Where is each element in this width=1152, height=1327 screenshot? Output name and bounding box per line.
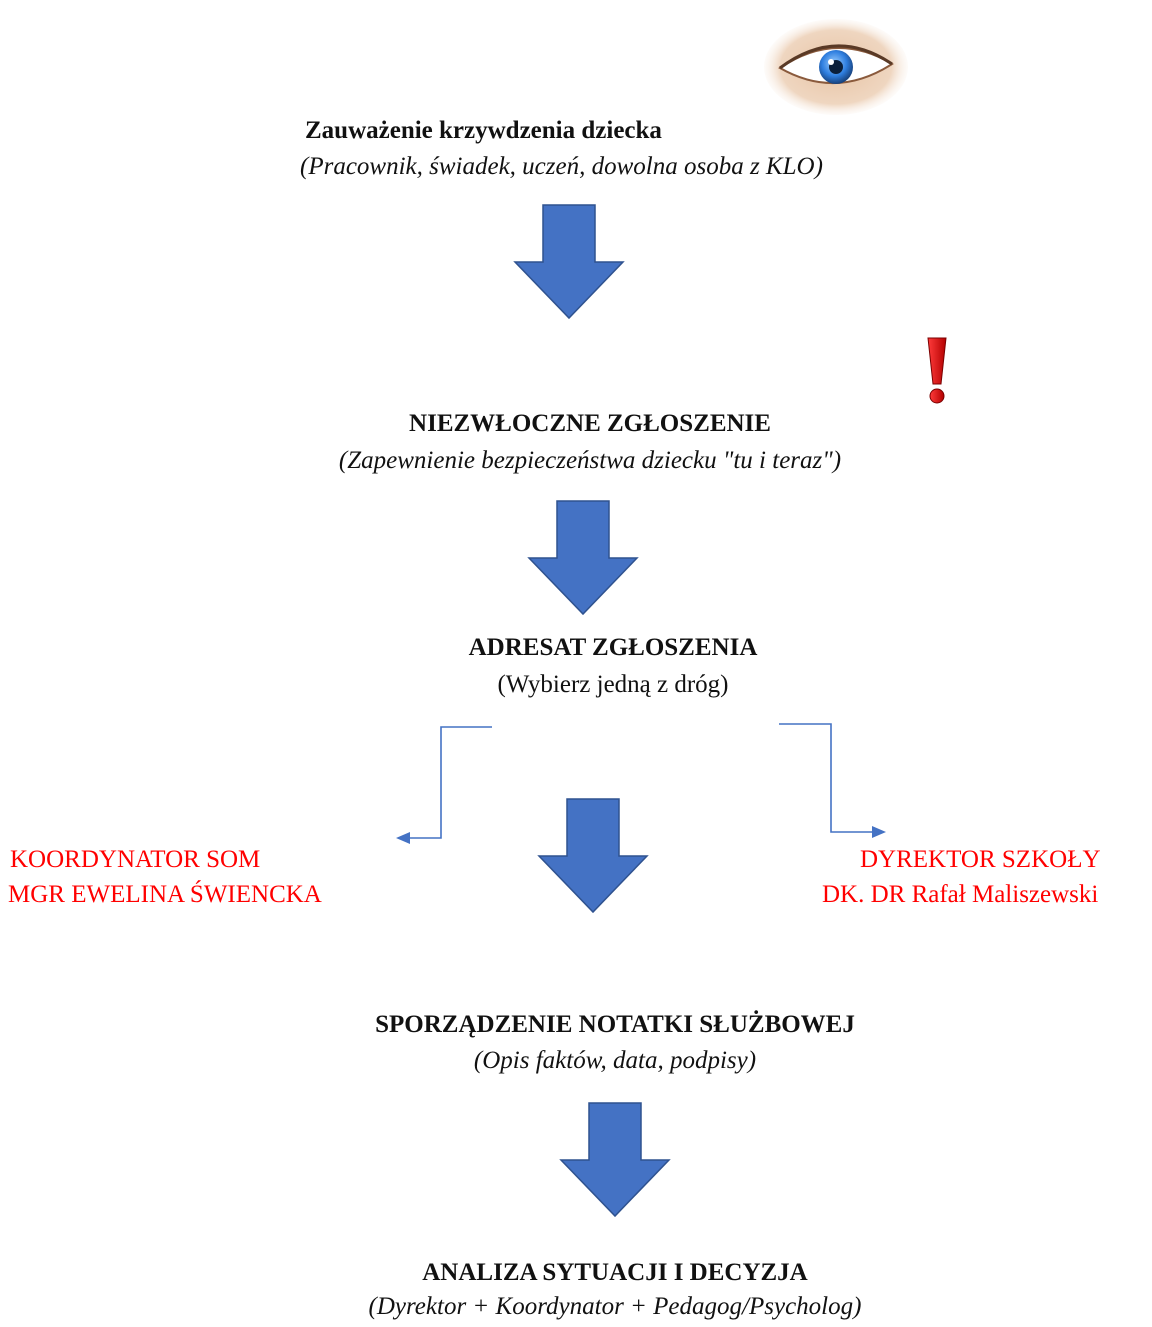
branch-right-line1: DYREKTOR SZKOŁY (860, 846, 1101, 873)
branch-left-line1: KOORDYNATOR SOM (10, 846, 261, 873)
step-2-title: NIEZWŁOCZNE ZGŁOSZENIE (409, 410, 771, 437)
down-arrow-2 (527, 500, 639, 616)
branch-left-line2: MGR EWELINA ŚWIENCKA (8, 881, 322, 908)
step-2-subtitle: (Zapewnienie bezpieczeństwa dziecku "tu … (338, 447, 842, 474)
down-arrow-3 (537, 798, 649, 914)
step-5-title: ANALIZA SYTUACJI I DECYZJA (422, 1259, 808, 1286)
step-5-subtitle: (Dyrektor + Koordynator + Pedagog/Psycho… (368, 1293, 862, 1320)
step-4-title: SPORZĄDZENIE NOTATKI SŁUŻBOWEJ (375, 1011, 855, 1038)
step-3-title: ADRESAT ZGŁOSZENIA (468, 634, 758, 661)
exclamation-icon (922, 336, 952, 408)
eye-icon (758, 12, 908, 115)
down-arrow-4 (559, 1102, 671, 1218)
down-arrow-1 (513, 204, 625, 320)
branch-right-line2: DK. DR Rafał Maliszewski (822, 881, 1099, 908)
step-3-subtitle: (Wybierz jedną z dróg) (497, 671, 729, 698)
step-1-subtitle: (Pracownik, świadek, uczeń, dowolna osob… (300, 153, 823, 180)
step-1-title: Zauważenie krzywdzenia dziecka (305, 117, 662, 144)
step-4-subtitle: (Opis faktów, data, podpisy) (473, 1047, 757, 1074)
